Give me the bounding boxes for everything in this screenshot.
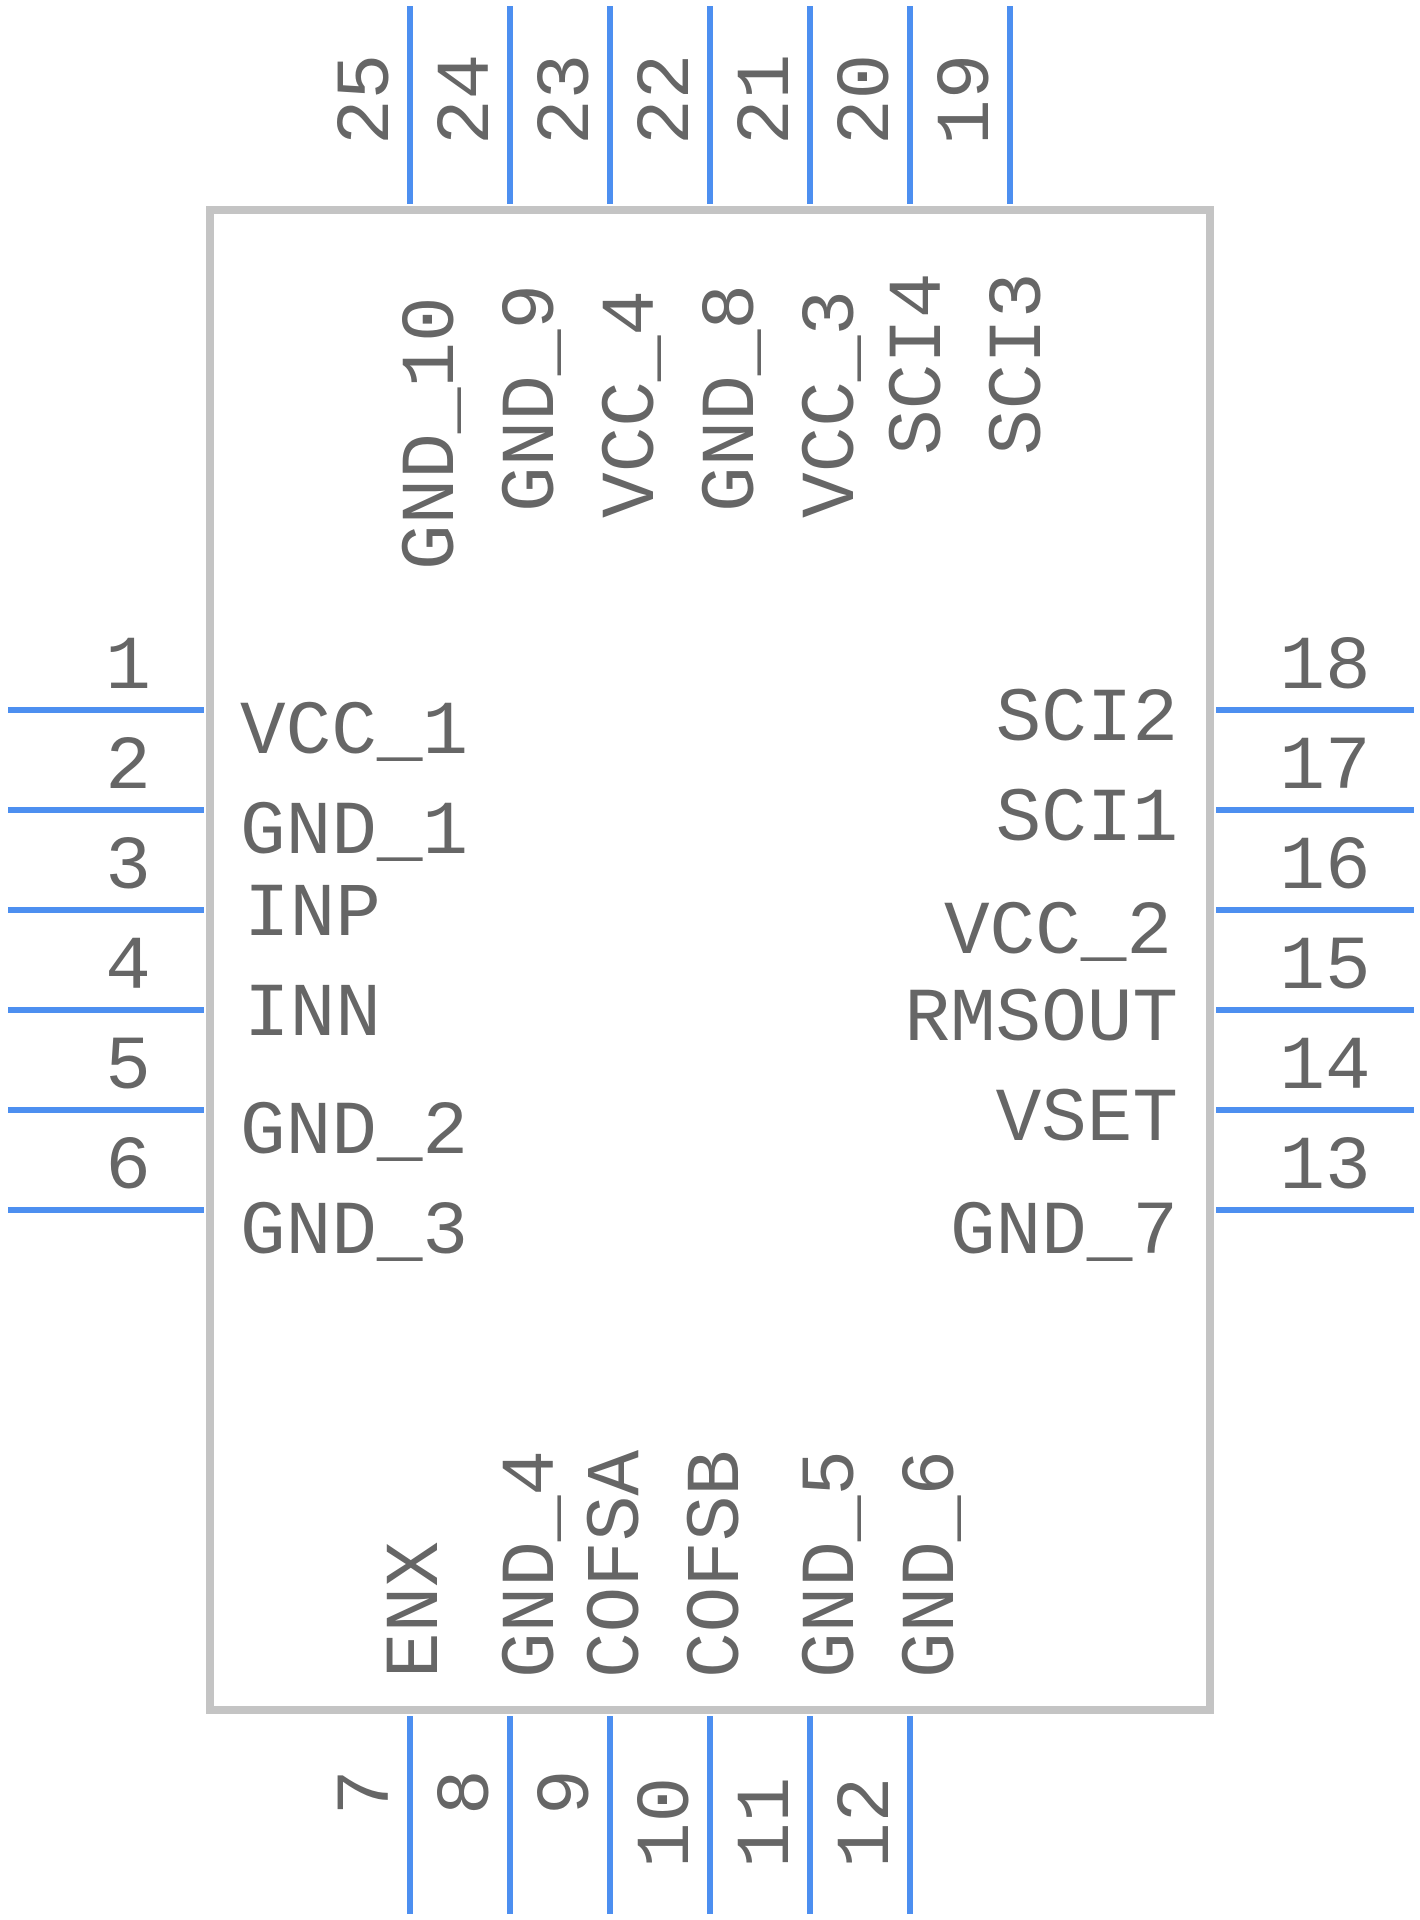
pin-label: VCC_1 [240, 690, 468, 776]
pin-number: 4 [105, 925, 151, 1011]
pin-label: GND_6 [890, 1450, 976, 1678]
left-pin-2[interactable]: 2 GND_1 [8, 725, 468, 876]
top-pin-19[interactable]: 19 SCI3 [925, 6, 1063, 455]
right-pin-17[interactable]: 17 SCI1 [996, 725, 1414, 863]
pin-label: ENX [374, 1541, 460, 1678]
right-pin-14[interactable]: 14 VSET [996, 1025, 1414, 1163]
top-pin-21[interactable]: 21 VCC_3 [725, 6, 876, 518]
pin-number: 11 [725, 1777, 811, 1868]
pin-label: GND_2 [240, 1090, 468, 1176]
pin-number: 15 [1279, 925, 1370, 1011]
bottom-pin-8[interactable]: 8 GND_4 [425, 1450, 576, 1914]
pin-label: SCI2 [996, 677, 1178, 763]
pin-label: GND_3 [240, 1190, 468, 1276]
pin-label: SCI4 [877, 273, 963, 455]
pin-number: 12 [825, 1777, 911, 1868]
left-pin-3[interactable]: 3 INP [8, 825, 381, 958]
bottom-pin-7[interactable]: 7 ENX [325, 1541, 460, 1914]
pin-number: 20 [825, 54, 911, 145]
top-pin-20[interactable]: 20 SCI4 [825, 6, 963, 455]
pin-label: COFSB [675, 1450, 761, 1678]
pin-number: 25 [325, 54, 411, 145]
pin-number: 17 [1279, 725, 1370, 811]
left-pin-1[interactable]: 1 VCC_1 [8, 625, 468, 776]
pin-number: 8 [425, 1769, 511, 1815]
pin-number: 1 [105, 625, 151, 711]
bottom-pin-9[interactable]: 9 COFSA [525, 1450, 661, 1914]
pin-number: 23 [525, 54, 611, 145]
right-pin-18[interactable]: 18 SCI2 [996, 625, 1414, 763]
pin-label: COFSA [575, 1450, 661, 1678]
pin-number: 6 [105, 1125, 151, 1211]
pin-label: RMSOUT [904, 977, 1178, 1063]
left-pin-4[interactable]: 4 INN [8, 925, 381, 1058]
right-pin-16[interactable]: 16 VCC_2 [944, 825, 1414, 976]
ic-body-outline [206, 206, 1214, 1714]
right-pin-15[interactable]: 15 RMSOUT [904, 925, 1414, 1063]
pin-label: VCC_4 [590, 290, 676, 518]
pin-number: 14 [1279, 1025, 1370, 1111]
pin-label: GND_9 [490, 284, 576, 512]
pin-number: 2 [105, 725, 151, 811]
right-pin-13[interactable]: 13 GND_7 [950, 1125, 1414, 1276]
pin-label: VCC_2 [944, 890, 1172, 976]
pin-label: SCI1 [996, 777, 1178, 863]
pin-label: INN [244, 972, 381, 1058]
bottom-pin-12[interactable]: 12 GND_6 [825, 1450, 976, 1914]
pin-number: 9 [525, 1769, 611, 1815]
top-pin-23[interactable]: 23 VCC_4 [525, 6, 676, 518]
left-pin-5[interactable]: 5 GND_2 [8, 1025, 468, 1176]
pin-label: GND_1 [240, 790, 468, 876]
pin-label: SCI3 [977, 273, 1063, 455]
pin-number: 3 [105, 825, 151, 911]
pin-label: GND_7 [950, 1190, 1178, 1276]
pin-number: 24 [425, 54, 511, 145]
top-pin-24[interactable]: 24 GND_9 [425, 6, 576, 512]
pin-number: 10 [625, 1777, 711, 1868]
pin-number: 7 [325, 1769, 411, 1815]
pin-number: 19 [925, 54, 1011, 145]
left-pin-6[interactable]: 6 GND_3 [8, 1125, 468, 1276]
pin-number: 16 [1279, 825, 1370, 911]
pin-label: VSET [996, 1077, 1178, 1163]
pin-number: 22 [625, 54, 711, 145]
pin-label: GND_10 [390, 296, 476, 570]
top-pin-22[interactable]: 22 GND_8 [625, 6, 776, 512]
pin-number: 18 [1279, 625, 1370, 711]
pin-label: GND_5 [790, 1450, 876, 1678]
top-pin-25[interactable]: 25 GND_10 [325, 6, 476, 570]
pin-number: 21 [725, 54, 811, 145]
pin-label: INP [244, 872, 381, 958]
bottom-pin-10[interactable]: 10 COFSB [625, 1450, 761, 1914]
pin-number: 5 [105, 1025, 151, 1111]
pin-label: VCC_3 [790, 290, 876, 518]
pin-label: GND_4 [490, 1450, 576, 1678]
pin-number: 13 [1279, 1125, 1370, 1211]
bottom-pin-11[interactable]: 11 GND_5 [725, 1450, 876, 1914]
pin-label: GND_8 [690, 284, 776, 512]
